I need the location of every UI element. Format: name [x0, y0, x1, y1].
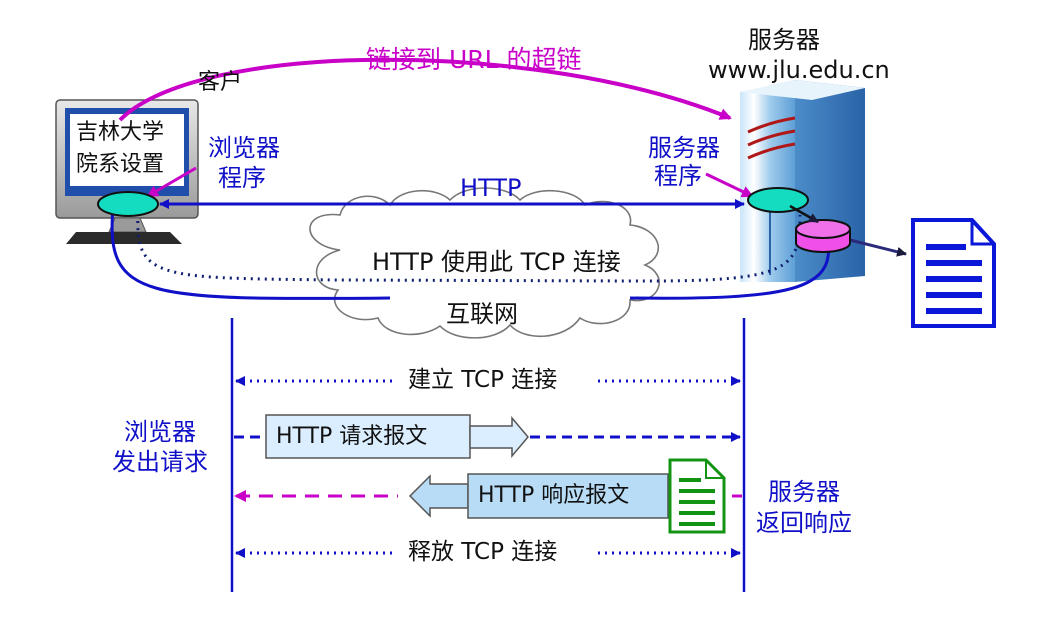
browser-program-oval: [97, 191, 159, 217]
screen-line2: 院系设置: [76, 152, 165, 177]
release-tcp-label: 释放 TCP 连接: [408, 539, 558, 565]
server-response-line1: 服务器: [768, 478, 840, 506]
browser-program-line1: 浏览器: [208, 134, 280, 162]
response-message-label: HTTP 响应报文: [478, 483, 630, 508]
tcp-usage-label: HTTP 使用此 TCP 连接: [372, 248, 621, 276]
server-program-line2: 程序: [654, 162, 702, 190]
server-domain: www.jlu.edu.cn: [708, 56, 890, 84]
document-icon: [911, 218, 996, 328]
http-label: HTTP: [460, 174, 522, 202]
hyperlink-label: 链接到 URL 的超链: [366, 45, 582, 74]
browser-request-line2: 发出请求: [112, 448, 208, 476]
screen-line1: 吉林大学: [76, 120, 165, 145]
server-tower-icon: [740, 80, 865, 282]
client-label: 客户: [198, 70, 243, 95]
establish-tcp-label: 建立 TCP 连接: [408, 367, 558, 393]
response-document-icon: [668, 458, 726, 534]
request-message-box: [265, 414, 529, 459]
internet-label: 互联网: [446, 300, 518, 328]
server-program-line1: 服务器: [648, 134, 720, 162]
browser-program-line2: 程序: [218, 164, 266, 192]
server-program-oval: [747, 187, 809, 213]
request-message-label: HTTP 请求报文: [276, 424, 428, 449]
response-message-box: [408, 473, 669, 519]
browser-request-line1: 浏览器: [124, 418, 196, 446]
cloud-icon: [309, 187, 660, 339]
database-disk-icon: [795, 219, 851, 253]
server-response-line2: 返回响应: [756, 509, 852, 537]
monitor-icon: [55, 99, 199, 244]
server-title: 服务器: [748, 26, 820, 54]
